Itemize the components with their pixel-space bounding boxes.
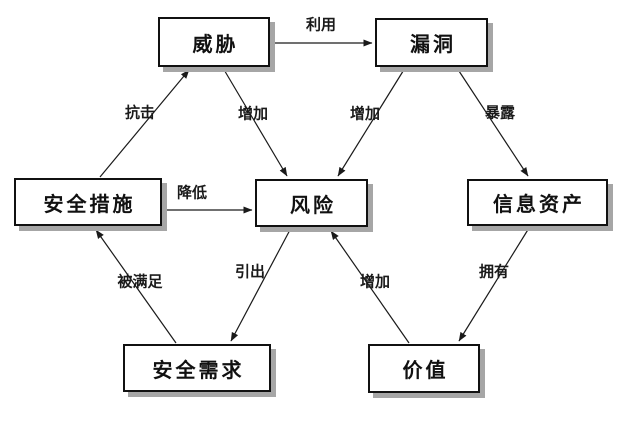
edge-label-resist: 抗击 bbox=[124, 103, 156, 122]
edge-label-increase-3: 增加 bbox=[359, 272, 391, 291]
edge-line-increase-2 bbox=[337, 67, 406, 177]
edge-line-increase-1 bbox=[222, 67, 288, 177]
node-security-measures: 安全措施 bbox=[14, 178, 162, 226]
node-value: 价值 bbox=[368, 344, 480, 393]
edge-label-expose: 暴露 bbox=[484, 103, 516, 122]
edge-line-possess bbox=[458, 227, 530, 342]
node-security-requirements: 安全需求 bbox=[123, 344, 271, 392]
edge-label-increase-1: 增加 bbox=[237, 104, 269, 123]
edge-label-exploit: 利用 bbox=[305, 15, 337, 34]
edge-line-lead-to bbox=[230, 227, 292, 342]
edge-label-reduce: 降低 bbox=[176, 183, 208, 202]
node-threat: 威胁 bbox=[158, 17, 270, 67]
edge-line-satisfied bbox=[95, 229, 177, 344]
edge-label-lead-to: 引出 bbox=[234, 262, 266, 281]
edge-line-increase-3 bbox=[330, 230, 410, 344]
node-vulnerability: 漏洞 bbox=[375, 18, 488, 67]
edge-label-satisfied: 被满足 bbox=[117, 272, 163, 291]
edge-label-possess: 拥有 bbox=[478, 262, 510, 281]
node-risk: 风险 bbox=[255, 179, 368, 227]
edge-line-resist bbox=[99, 69, 190, 178]
node-info-assets: 信息资产 bbox=[467, 179, 608, 226]
edge-label-increase-2: 增加 bbox=[349, 104, 381, 123]
edge-line-expose bbox=[456, 67, 529, 177]
